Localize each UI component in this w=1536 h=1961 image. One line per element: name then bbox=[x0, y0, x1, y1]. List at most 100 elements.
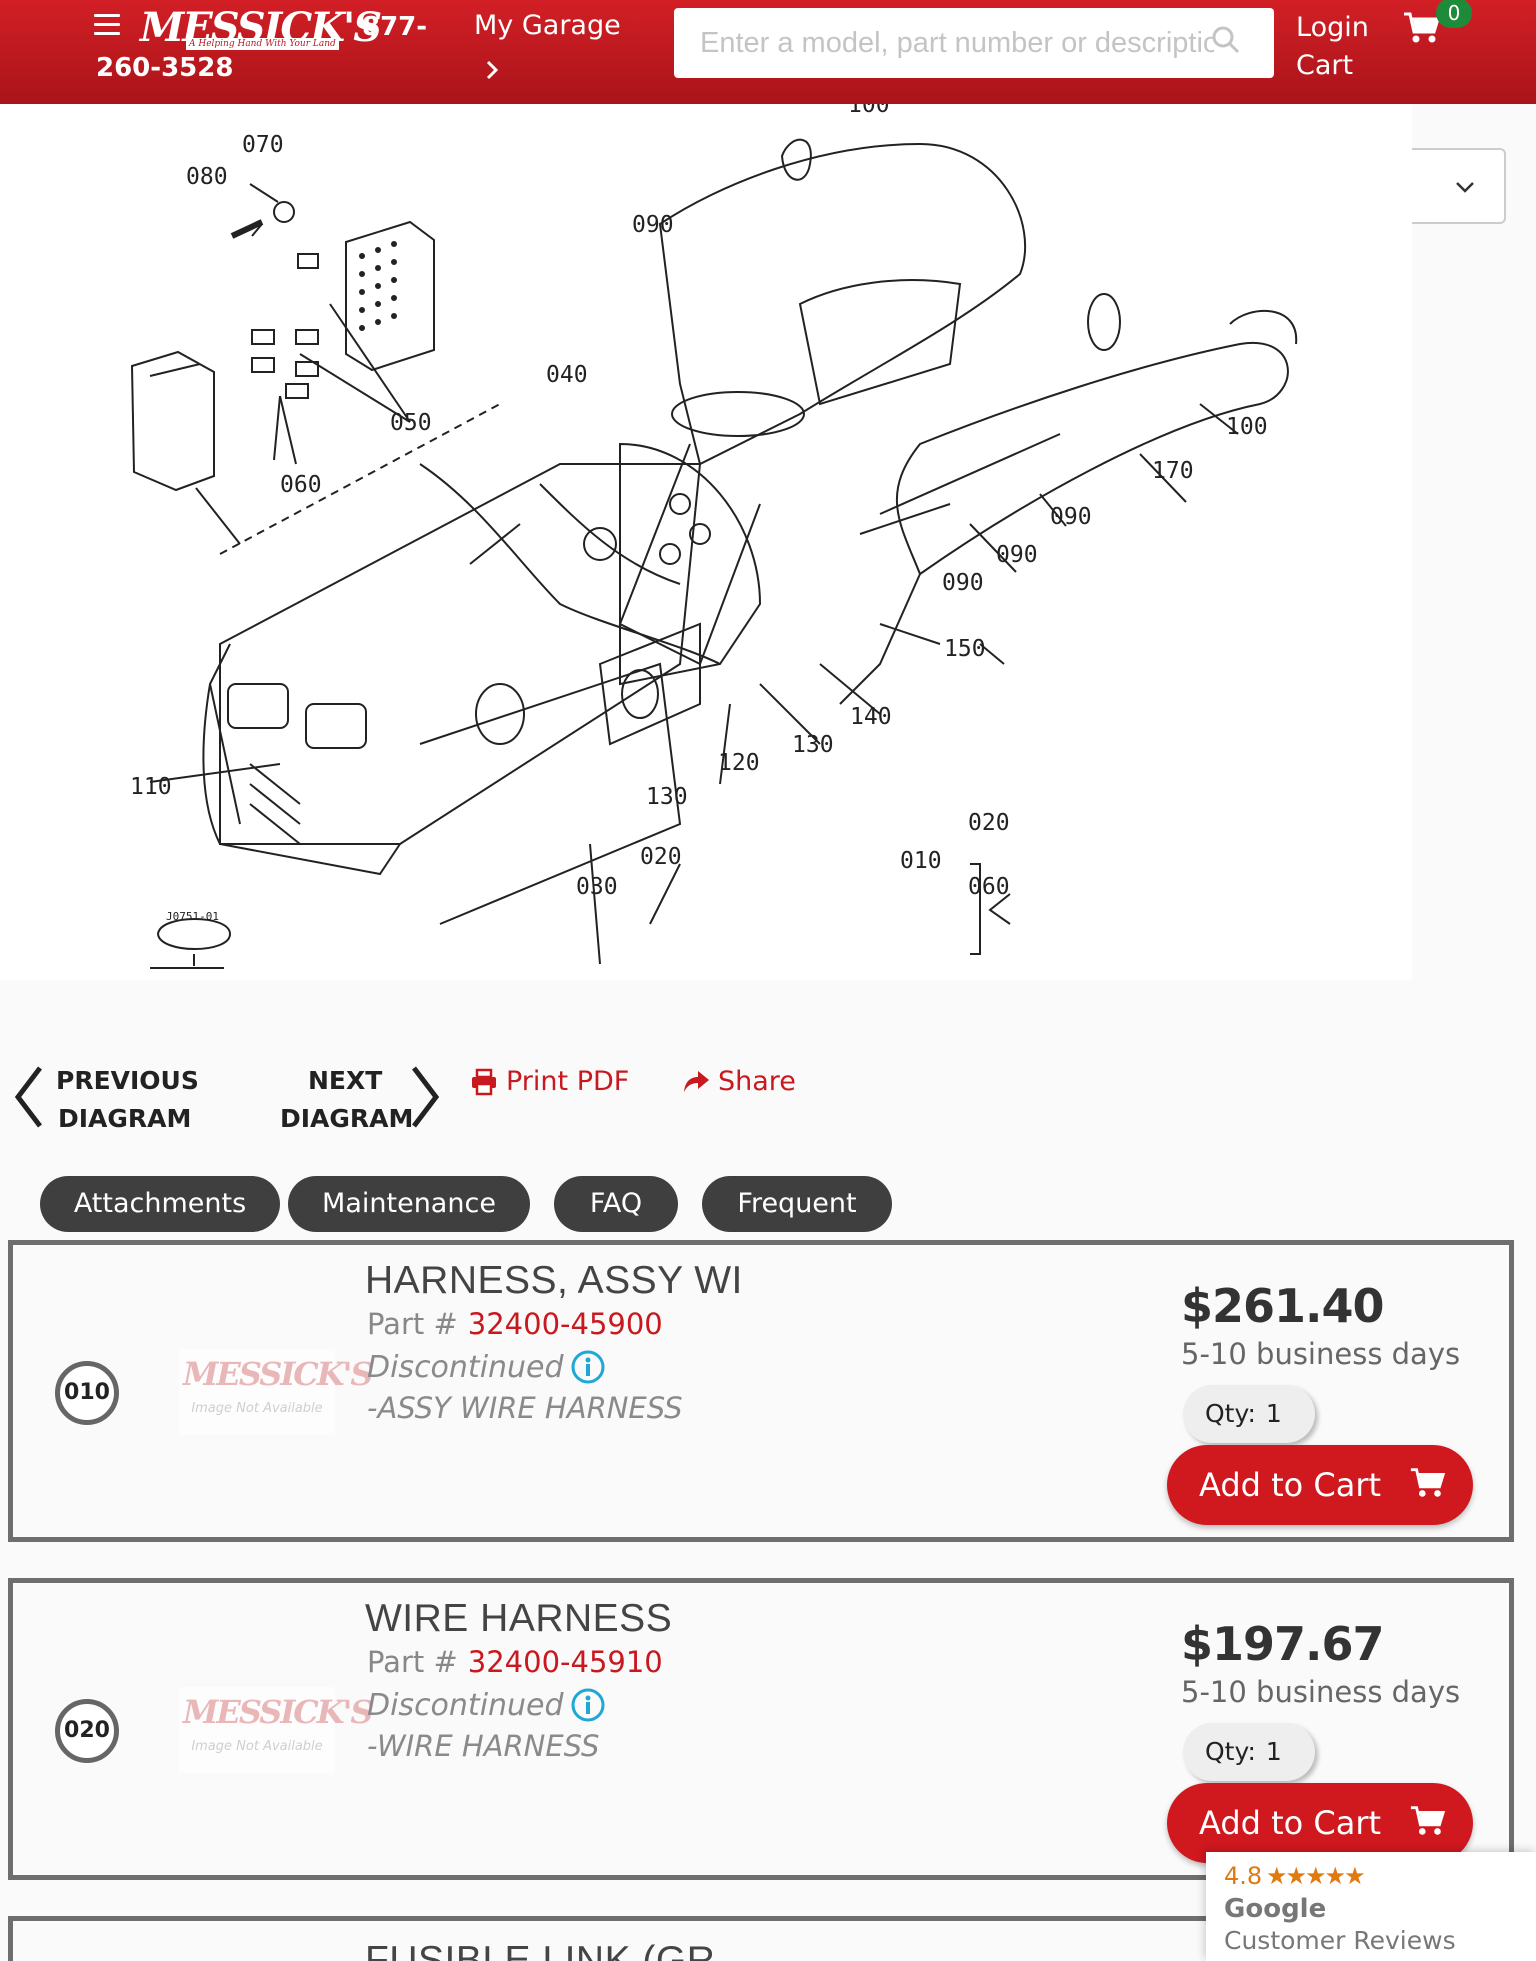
thumbnail-unavailable-text: Image Not Available bbox=[191, 1739, 323, 1754]
quantity-selector[interactable]: Qty: 1 bbox=[1183, 1723, 1315, 1781]
cart-icon bbox=[1410, 1468, 1446, 1497]
cart-icon[interactable] bbox=[1402, 10, 1442, 46]
site-header: MESSICK'S A Helping Hand With Your Land … bbox=[0, 0, 1536, 104]
site-logo[interactable]: MESSICK'S A Helping Hand With Your Land bbox=[140, 4, 382, 52]
part-price: $261.40 bbox=[1181, 1279, 1385, 1333]
callout-090-b: 090 bbox=[996, 542, 1038, 568]
callout-150: 150 bbox=[944, 636, 986, 662]
login-link[interactable]: Login bbox=[1296, 12, 1369, 43]
part-availability: 5-10 business days bbox=[1181, 1675, 1461, 1709]
print-pdf-label: Print PDF bbox=[506, 1066, 630, 1097]
callout-020-right: 020 bbox=[968, 810, 1010, 836]
part-description: -WIRE HARNESS bbox=[367, 1729, 600, 1763]
part-title[interactable]: HARNESS, ASSY WI bbox=[365, 1259, 743, 1302]
callout-090-a: 090 bbox=[1050, 504, 1092, 530]
diagram-id-label: J0751-01 bbox=[166, 910, 219, 923]
phone-number-part2[interactable]: 260-3528 bbox=[96, 53, 234, 83]
next-label-line2: DIAGRAM bbox=[280, 1104, 414, 1133]
qty-label: Qty: bbox=[1205, 1399, 1256, 1428]
google-rating-value: 4.8 bbox=[1224, 1862, 1263, 1890]
callout-130-b: 130 bbox=[646, 784, 688, 810]
quantity-selector[interactable]: Qty: 1 bbox=[1183, 1385, 1315, 1443]
callout-140: 140 bbox=[850, 704, 892, 730]
logo-tagline: A Helping Hand With Your Land bbox=[186, 38, 339, 50]
print-pdf-link[interactable]: Print PDF bbox=[470, 1066, 629, 1097]
tab-maintenance[interactable]: Maintenance bbox=[288, 1176, 530, 1232]
callout-100-right: 100 bbox=[1226, 414, 1268, 440]
diagram-select-dropdown[interactable] bbox=[1412, 148, 1506, 224]
cart-count-badge[interactable]: 0 bbox=[1436, 0, 1472, 28]
part-number-prefix: Part # bbox=[367, 1307, 458, 1341]
share-link[interactable]: Share bbox=[682, 1066, 796, 1097]
chevron-right-icon[interactable] bbox=[480, 56, 504, 84]
part-status-label: Discontinued bbox=[367, 1349, 564, 1385]
next-label-line1: NEXT bbox=[308, 1066, 383, 1095]
google-label: Google bbox=[1224, 1894, 1327, 1924]
menu-icon[interactable] bbox=[94, 14, 120, 36]
part-title[interactable]: WIRE HARNESS bbox=[365, 1597, 673, 1640]
previous-label-line2: DIAGRAM bbox=[58, 1104, 192, 1133]
callout-020-bottom: 020 bbox=[640, 844, 682, 870]
cover-drawing bbox=[130, 350, 215, 492]
callout-100-top: 100 bbox=[848, 104, 890, 118]
part-card: 010 MESSICK'S Image Not Available HARNES… bbox=[8, 1240, 1514, 1542]
add-to-cart-label: Add to Cart bbox=[1199, 1466, 1382, 1504]
star-rating-icon: ★★★★★ bbox=[1266, 1862, 1366, 1890]
add-to-cart-button[interactable]: Add to Cart bbox=[1167, 1445, 1473, 1525]
google-reviews-subtitle: Customer Reviews bbox=[1224, 1926, 1456, 1955]
callout-030: 030 bbox=[576, 874, 618, 900]
callout-120: 120 bbox=[718, 750, 760, 776]
part-availability: 5-10 business days bbox=[1181, 1337, 1461, 1371]
tab-attachments[interactable]: Attachments bbox=[40, 1176, 280, 1232]
tab-frequent[interactable]: Frequent bbox=[702, 1176, 892, 1232]
part-description: -ASSY WIRE HARNESS bbox=[367, 1391, 683, 1425]
fuse-box-drawing bbox=[345, 220, 435, 372]
cart-link[interactable]: Cart bbox=[1296, 50, 1354, 81]
part-status: Discontinued bbox=[367, 1687, 606, 1723]
qty-label: Qty: bbox=[1205, 1737, 1256, 1766]
previous-diagram-button[interactable]: PREVIOUS DIAGRAM bbox=[12, 1064, 212, 1134]
callout-110: 110 bbox=[130, 774, 172, 800]
part-number-prefix: Part # bbox=[367, 1645, 458, 1679]
part-card: 020 MESSICK'S Image Not Available WIRE H… bbox=[8, 1578, 1514, 1880]
add-to-cart-button[interactable]: Add to Cart bbox=[1167, 1783, 1473, 1863]
fuse-grid bbox=[359, 241, 397, 331]
part-price: $197.67 bbox=[1181, 1617, 1385, 1671]
tractor-wiring-diagram: 100 070 080 090 040 050 060 100 170 090 … bbox=[130, 104, 1298, 969]
info-icon[interactable] bbox=[570, 1687, 606, 1723]
part-number[interactable]: 32400-45910 bbox=[467, 1645, 663, 1679]
part-status: Discontinued bbox=[367, 1349, 606, 1385]
search-input[interactable] bbox=[674, 8, 1274, 78]
search-icon[interactable] bbox=[1210, 24, 1242, 56]
share-label: Share bbox=[718, 1066, 796, 1097]
google-reviews-badge[interactable]: 4.8 ★★★★★ Google Customer Reviews bbox=[1206, 1852, 1536, 1961]
callout-050: 050 bbox=[390, 410, 432, 436]
previous-label-line1: PREVIOUS bbox=[56, 1066, 199, 1095]
parts-diagram[interactable]: 100 070 080 090 040 050 060 100 170 090 … bbox=[0, 104, 1412, 980]
cart-icon bbox=[1410, 1806, 1446, 1835]
tab-faq[interactable]: FAQ bbox=[554, 1176, 678, 1232]
thumbnail-brand: MESSICK'S bbox=[183, 1355, 373, 1393]
part-thumbnail: MESSICK'S Image Not Available bbox=[179, 1687, 373, 1773]
part-status-label: Discontinued bbox=[367, 1687, 564, 1723]
part-title[interactable]: FUSIBLE LINK (GR bbox=[365, 1939, 716, 1961]
phone-number-part1[interactable]: 877- bbox=[362, 12, 428, 42]
callout-080: 080 bbox=[186, 164, 228, 190]
qty-value: 1 bbox=[1265, 1737, 1282, 1766]
callout-040: 040 bbox=[546, 362, 588, 388]
info-icon[interactable] bbox=[570, 1349, 606, 1385]
part-number-line: Part # 32400-45900 bbox=[367, 1307, 663, 1341]
part-number-line: Part # 32400-45910 bbox=[367, 1645, 663, 1679]
search-box bbox=[674, 8, 1274, 78]
callout-060-left: 060 bbox=[280, 472, 322, 498]
chevron-right-icon bbox=[412, 1066, 440, 1128]
qty-value: 1 bbox=[1265, 1399, 1282, 1428]
next-diagram-button[interactable]: NEXT DIAGRAM bbox=[270, 1064, 450, 1134]
add-to-cart-label: Add to Cart bbox=[1199, 1804, 1382, 1842]
part-thumbnail: MESSICK'S Image Not Available bbox=[179, 1349, 373, 1435]
my-garage-link[interactable]: My Garage bbox=[474, 10, 621, 41]
part-number[interactable]: 32400-45900 bbox=[467, 1307, 663, 1341]
chevron-down-icon bbox=[1456, 182, 1474, 193]
part-ref-badge: 010 bbox=[55, 1361, 119, 1425]
part-ref-badge: 020 bbox=[55, 1699, 119, 1763]
